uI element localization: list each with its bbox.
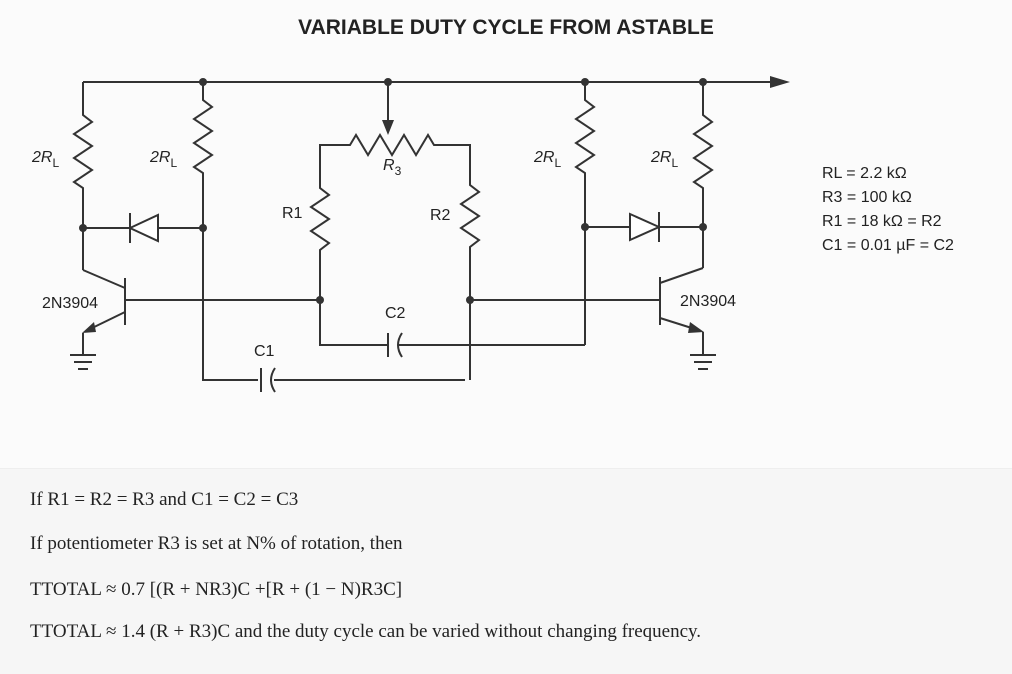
label-r2: R2 [430,207,451,224]
diagram-title: VARIABLE DUTY CYCLE FROM ASTABLE [298,16,714,39]
label-q-right: 2N3904 [680,293,736,310]
resistor-2rl-right-2 [692,82,714,268]
label-2rl-left-2: 2RL [149,149,177,170]
diode-left [79,213,207,243]
label-r3: R3 [383,157,402,178]
supply-rail [83,76,790,88]
label-2rl-left-1: 2RL [31,149,59,170]
capacitor-c1 [258,367,276,393]
note-equal-components: If R1 = R2 = R3 and C1 = C2 = C3 [30,489,299,510]
component-values: RL = 2.2 kΩ R3 = 100 kΩ R1 = 18 kΩ = R2 … [822,162,954,258]
label-c1: C1 [254,343,275,360]
spec-r3: R3 = 100 kΩ [822,189,912,206]
formula-t-total-simplified: TTOTAL ≈ 1.4 (R + R3)C and the duty cycl… [30,621,702,642]
label-2rl-right-1: 2RL [533,149,561,170]
formula-notes: If R1 = R2 = R3 and C1 = C2 = C3 If pote… [0,468,1012,674]
ground-icon [70,354,96,370]
label-r1: R1 [282,205,303,222]
resistor-2rl-right-1 [574,82,596,345]
label-q-left: 2N3904 [42,295,98,312]
diode-right [581,212,707,242]
spec-r1-r2: R1 = 18 kΩ = R2 [822,213,942,230]
transistor-right [470,267,716,370]
circuit-schematic: 2RL 2RL 2RL 2RL R3 R1 R2 C2 C1 2N3904 2N… [31,76,790,393]
capacitor-c2 [319,300,585,358]
transistor-left [70,228,320,370]
note-potentiometer: If potentiometer R3 is set at N% of rota… [30,533,403,554]
resistor-2rl-left-1 [72,82,94,228]
label-c2: C2 [385,305,406,322]
resistor-2rl-left-2 [192,82,465,381]
spec-rl: RL = 2.2 kΩ [822,165,907,182]
ground-icon [690,354,716,370]
label-2rl-right-2: 2RL [650,149,678,170]
formula-t-total-general: TTOTAL ≈ 0.7 [(R + NR3)C +[R + (1 − N)R3… [30,579,403,600]
spec-c1-c2: C1 = 0.01 µF = C2 [822,237,954,254]
potentiometer-r3 [309,82,481,380]
